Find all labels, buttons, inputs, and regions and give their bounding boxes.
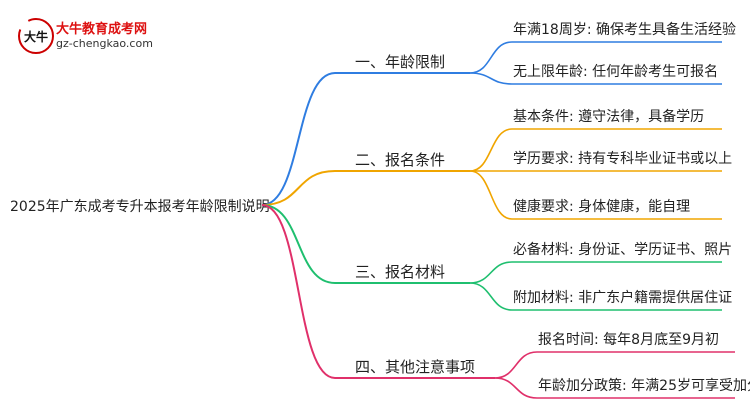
logo-url: gz-chengkao.com (56, 37, 153, 50)
leaf-connector-2-1 (469, 128, 513, 172)
leaf-label-3-2: 附加材料: 非广东户籍需提供居住证 (513, 289, 732, 306)
branch-connector-1 (261, 72, 336, 206)
leaf-label-3-1: 必备材料: 身份证、学历证书、照片 (513, 241, 732, 258)
branch-label-4: 四、其他注意事项 (355, 358, 475, 376)
leaf-connector-4-2 (494, 377, 538, 399)
leaf-label-1-1: 年满18周岁: 确保考生具备生活经验 (513, 21, 736, 38)
logo-title: 大牛教育成考网 (56, 22, 148, 37)
branch-connector-3 (261, 204, 336, 284)
leaf-connector-1-2 (469, 72, 513, 85)
branch-label-2: 二、报名条件 (355, 151, 445, 169)
root-node-label: 2025年广东成考专升本报考年龄限制说明 (10, 199, 270, 215)
leaf-connector-4-1 (494, 351, 538, 379)
leaf-connector-3-1 (469, 261, 513, 284)
leaf-label-4-1: 报名时间: 每年8月底至9月初 (538, 331, 719, 348)
leaf-label-1-2: 无上限年龄: 任何年龄考生可报名 (513, 64, 718, 80)
site-logo[interactable]: 大牛 大牛教育成考网 gz-chengkao.com (16, 16, 166, 56)
leaf-label-2-1: 基本条件: 遵守法律，具备学历 (513, 108, 704, 125)
branch-connector-4 (261, 204, 336, 379)
leaf-label-4-2: 年龄加分政策: 年满25岁可享受加分 (538, 377, 750, 394)
branch-label-1: 一、年龄限制 (355, 53, 445, 71)
branch-connector-2 (261, 170, 336, 206)
logo-mark-text: 大牛 (24, 29, 48, 44)
leaf-connector-2-3 (469, 170, 513, 220)
leaf-connector-1-1 (469, 41, 513, 74)
branch-label-3: 三、报名材料 (355, 263, 445, 281)
logo-mark-icon: 大牛 (18, 18, 54, 54)
leaf-connector-3-2 (469, 282, 513, 311)
leaf-label-2-2: 学历要求: 持有专科毕业证书或以上 (513, 151, 732, 167)
leaf-label-2-3: 健康要求: 身体健康，能自理 (513, 198, 690, 215)
